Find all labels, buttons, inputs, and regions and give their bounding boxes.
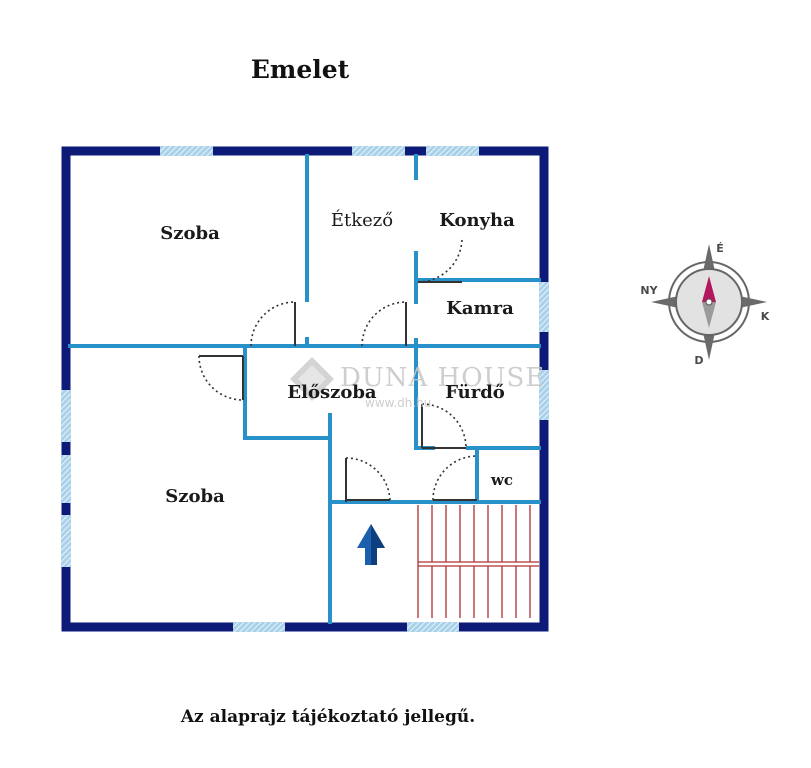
door-szoba-bottom xyxy=(198,355,244,401)
window xyxy=(426,146,479,156)
room-labels: Szoba Étkező Konyha Kamra Előszoba Fürdő… xyxy=(160,208,515,507)
door-szoba-top xyxy=(250,301,296,347)
compass-icon: É K D NY xyxy=(640,242,769,367)
door-eloszoba-stairs xyxy=(345,457,391,503)
door-kamra xyxy=(417,237,463,283)
room-label-eloszoba: Előszoba xyxy=(287,382,377,403)
door-furdo xyxy=(421,403,467,449)
watermark-brand: DUNA HOUSE xyxy=(340,363,545,393)
window xyxy=(61,390,71,442)
duna-house-logo-icon xyxy=(290,357,334,401)
arrow-up-icon xyxy=(357,524,385,565)
windows xyxy=(61,146,549,632)
room-label-wc: wc xyxy=(490,471,513,489)
watermark: DUNA HOUSE www.dh.hu xyxy=(290,357,545,410)
window xyxy=(61,515,71,567)
doors xyxy=(198,237,478,503)
window xyxy=(61,455,71,503)
room-label-szoba-bottom: Szoba xyxy=(165,486,225,507)
room-label-furdo: Fürdő xyxy=(445,382,505,403)
door-wc xyxy=(432,455,478,501)
window xyxy=(233,622,285,632)
window xyxy=(539,282,549,332)
room-label-szoba-top: Szoba xyxy=(160,223,220,244)
watermark-url: www.dh.hu xyxy=(365,396,431,410)
room-label-kamra: Kamra xyxy=(446,298,514,319)
floor-title: Emelet xyxy=(251,55,350,84)
room-label-konyha: Konyha xyxy=(439,210,515,231)
compass-south-label: D xyxy=(694,354,703,367)
window xyxy=(407,622,459,632)
window xyxy=(160,146,213,156)
room-label-etkezo: Étkező xyxy=(331,208,393,231)
compass-west-label: NY xyxy=(640,284,658,297)
disclaimer-note: Az alaprajz tájékoztató jellegű. xyxy=(180,707,475,727)
stairs xyxy=(417,505,539,618)
compass-east-label: K xyxy=(761,310,770,323)
door-etkezo xyxy=(361,301,407,347)
window xyxy=(352,146,405,156)
window xyxy=(539,370,549,420)
compass-north-label: É xyxy=(716,242,724,255)
